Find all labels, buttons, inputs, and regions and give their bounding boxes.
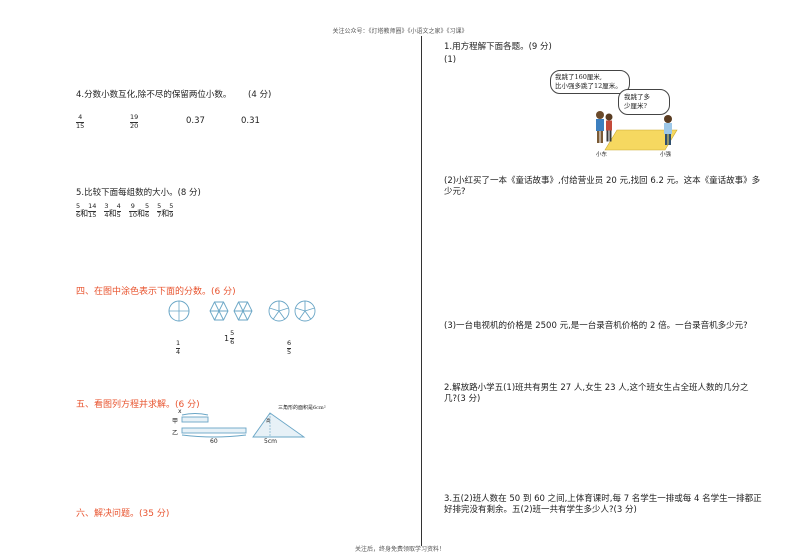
s5-triangle	[252, 412, 306, 438]
q4-title-text: 4.分数小数互化,除不尽的保留两位小数。	[76, 90, 232, 100]
section6-title: 六、解决问题。(35 分)	[76, 509, 170, 519]
q5-connector: 和	[136, 209, 145, 218]
shape-hexagons	[209, 301, 253, 321]
q5-p4-a-num: 5	[157, 202, 162, 210]
s5-row-a: 甲	[172, 418, 179, 425]
q5-p4-b-den: 9	[169, 211, 174, 219]
s5-segment-diagram	[181, 413, 247, 438]
s4-l2-den: 6	[230, 338, 235, 346]
s4-l1-den: 4	[176, 348, 181, 356]
s4-l3-den: 5	[287, 348, 292, 356]
section5-title: 五、看图列方程并求解。(6 分)	[76, 400, 200, 410]
q4-score: (4 分)	[248, 90, 272, 100]
s5-triangle-note: 三角形的面积是6cm²	[278, 405, 326, 411]
shape-circles-fifths	[268, 300, 316, 322]
s4-l2-num: 5	[230, 329, 235, 337]
q5-p3-b-num: 5	[144, 202, 150, 210]
bubble2-line1: 我跳了多	[624, 93, 650, 101]
long-jump-illustration	[596, 111, 678, 151]
q4-f2-num: 19	[130, 113, 139, 121]
name-xiaodong: 小东	[596, 152, 608, 158]
s4-l3-num: 6	[287, 339, 292, 347]
q5-p2-b-num: 4	[116, 202, 121, 210]
s5-length-label: 60	[210, 438, 218, 445]
speech-bubble-xiaodong: 我跳了160厘米, 比小强多跳了12厘米。	[550, 70, 630, 94]
s5-x-label: x	[178, 408, 182, 415]
q5-connector: 和	[108, 209, 117, 218]
q5-p2-a-den: 4	[104, 211, 109, 219]
q5-p1-a-num: 5	[76, 202, 81, 210]
section4-title: 四、在图中涂色表示下面的分数。(6 分)	[76, 287, 236, 297]
q5-p1-b-num: 14	[88, 202, 97, 210]
shape-circle-quarters	[168, 300, 190, 322]
q4-f1-num: 4	[78, 113, 83, 121]
q5-connector: 和	[161, 209, 170, 218]
s4-l2-whole: 1	[224, 333, 230, 343]
s4-l1-num: 1	[176, 339, 181, 347]
q5-p2-b-den: 5	[116, 211, 121, 219]
q4-f1-den: 15	[76, 122, 85, 130]
s5-base-label: 5cm	[264, 438, 277, 445]
q5-p4-b-num: 5	[169, 202, 174, 210]
speech-bubble-xiaoqiang: 我跳了多 少厘米?	[618, 89, 670, 115]
bubble2-line2: 少厘米?	[624, 102, 647, 110]
r-q3: 3.五(2)班人数在 50 到 60 之间,上体育课时,每 7 名学生一排或每 …	[444, 494, 762, 515]
r-q1-sub2: (2)小红买了一本《童话故事》,付给营业员 20 元,找回 6.2 元。这本《童…	[444, 176, 761, 197]
bubble1-line1: 我跳了160厘米,	[555, 73, 602, 81]
page-header: 关注公众号：《灯塔教师圈》《小语文之家》《习课》	[332, 28, 468, 35]
r-q1-title: 1.用方程解下面各题。(9 分)	[444, 42, 552, 52]
q4-decimal-1: 0.37	[186, 116, 205, 126]
q5-p4-a-den: 7	[157, 211, 162, 219]
q5-title: 5.比较下面每组数的大小。(8 分)	[76, 188, 201, 198]
s5-row-b: 乙	[172, 430, 179, 437]
s5-height-label: 高	[266, 419, 271, 424]
q5-connector: 和	[80, 209, 89, 218]
bubble1-line2: 比小强多跳了12厘米。	[555, 82, 622, 90]
q5-p3-a-den: 10	[128, 211, 137, 219]
q5-p1-a-den: 6	[76, 211, 81, 219]
column-divider	[421, 36, 422, 546]
q4-title: 4.分数小数互化,除不尽的保留两位小数。 (4 分)	[76, 90, 271, 101]
r-q2: 2.解放路小学五(1)班共有男生 27 人,女生 23 人,这个班女生占全班人数…	[444, 383, 749, 404]
name-xiaoqiang: 小强	[660, 152, 672, 158]
q5-p3-b-den: 6	[144, 211, 150, 219]
q5-p1-b-den: 15	[88, 211, 97, 219]
q4-decimal-2: 0.31	[241, 116, 260, 126]
r-q1-sub3: (3)一台电视机的价格是 2500 元,是一台录音机价格的 2 倍。一台录音机多…	[444, 321, 748, 331]
page-footer: 关注后，终身免费领取学习资料！	[354, 546, 445, 553]
r-q1-sub1: (1)	[444, 55, 457, 65]
q4-f2-den: 20	[130, 122, 139, 130]
q5-p2-a-num: 3	[104, 202, 109, 210]
q5-p3-a-num: 9	[130, 202, 135, 210]
